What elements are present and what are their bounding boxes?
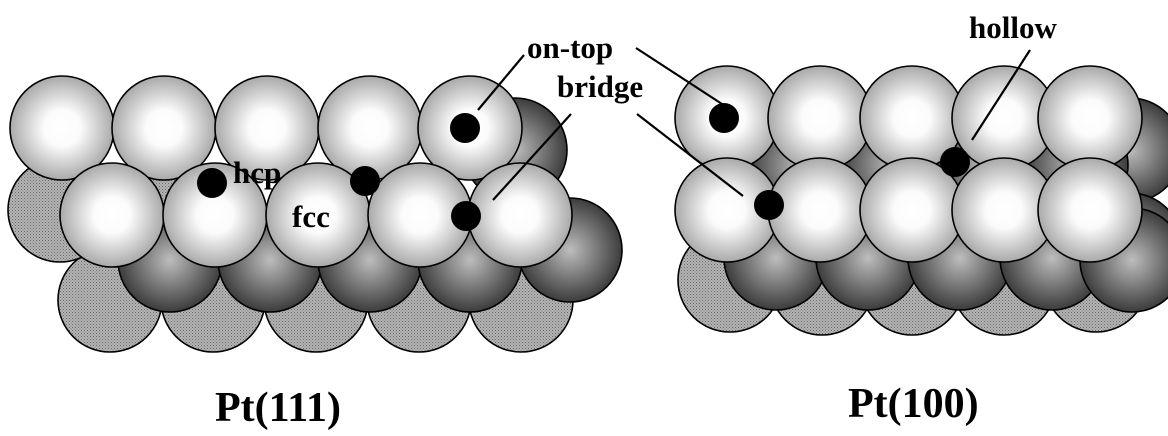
- on-top-leader-line: [477, 54, 525, 111]
- bridge-site-label: bridge: [557, 69, 644, 104]
- fcc-site-label: fcc: [292, 199, 330, 234]
- leader-lines: [477, 47, 1031, 201]
- top-layer-atom: [767, 157, 873, 263]
- top-layer-atom: [1037, 65, 1143, 171]
- bridge-site-marker: [451, 201, 481, 231]
- hollow-site-marker-100: [940, 147, 970, 177]
- bridge-leader-line-100: [636, 113, 744, 197]
- pt100-surface: [674, 65, 1168, 336]
- pt111-caption: Pt(111): [215, 385, 341, 431]
- on-top-site-label: on-top: [527, 30, 614, 65]
- on-top-leader-line-100: [635, 47, 723, 105]
- hcp-site-label: hcp: [233, 155, 282, 190]
- bridge-leader-line: [492, 113, 572, 201]
- top-layer-atom: [1037, 157, 1143, 263]
- bridge-site-marker-100: [754, 190, 784, 220]
- adsorption-site-markers: [197, 103, 970, 231]
- hollow-leader-line: [971, 49, 1031, 141]
- top-layer-atom: [467, 162, 573, 268]
- on-top-site-marker: [450, 113, 480, 143]
- fcc-bridge-site-marker: [350, 166, 380, 196]
- top-layer-atom: [767, 65, 873, 171]
- pt100-caption: Pt(100): [848, 381, 979, 427]
- pt111-surface: [7, 75, 623, 353]
- top-layer-atom: [59, 162, 165, 268]
- hollow-site-label: hollow: [969, 10, 1057, 45]
- on-top-site-marker-100: [709, 103, 739, 133]
- hcp-site-marker: [197, 168, 227, 198]
